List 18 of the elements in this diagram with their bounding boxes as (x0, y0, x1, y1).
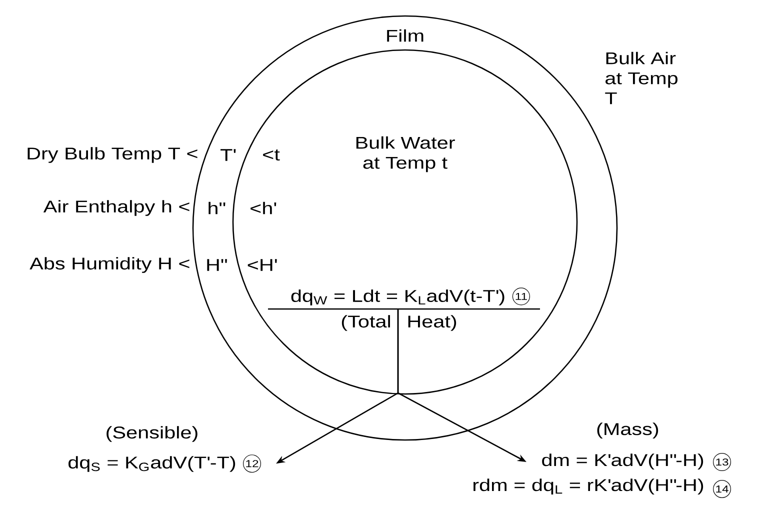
label: Abs Humidity H < (30, 257, 190, 273)
label: H" (207, 259, 227, 271)
equation: dq$_{W}$ = Ldt = K$_{L}$adV(t-T') (291, 290, 504, 306)
circled-number: 13 (713, 453, 732, 471)
label: Dry Bulb Temp T < (28, 147, 198, 163)
label: h" (208, 202, 226, 214)
equation: (Sensible) dq$_{S}$ = K$_{G}$adV(T'-T) (68, 426, 236, 472)
circled-number: 12 (243, 454, 262, 473)
label: <h' (250, 202, 276, 214)
equation: (Mass) dm = K'adV(H"-H) rdm = dq$_{L}$ = rK'adV(H"-H) (474, 422, 704, 494)
label: <t (263, 149, 280, 161)
label: Air Enthalpy h < (43, 200, 190, 216)
label: (Total (342, 315, 390, 331)
label: Heat) (408, 315, 456, 331)
circled-number: 11 (512, 288, 530, 306)
label: Bulk Air at Temp T (605, 52, 678, 104)
label: <H' (248, 259, 277, 271)
circled-number: 14 (713, 480, 731, 498)
